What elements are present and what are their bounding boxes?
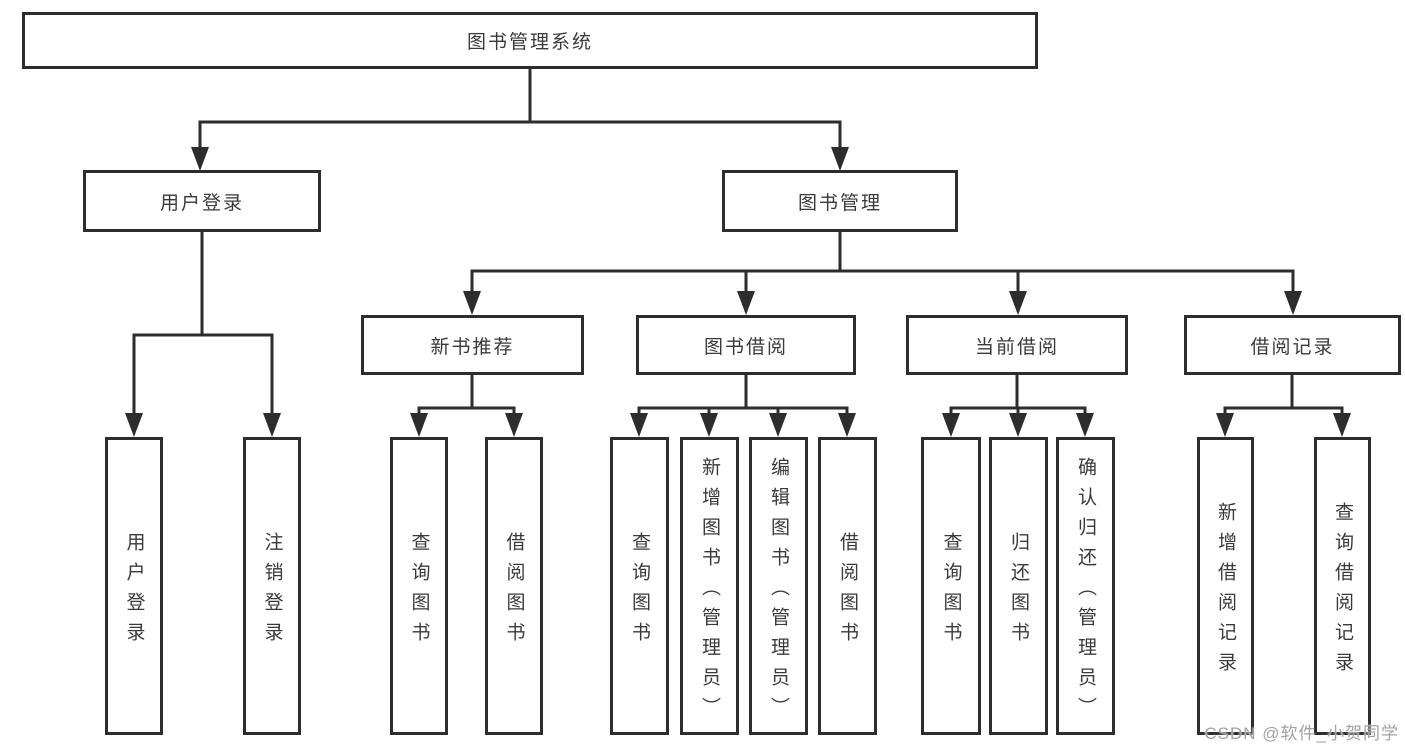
node-label: 新书推荐	[430, 336, 515, 358]
leaf-query-books-borrowing: 查询图书	[610, 437, 669, 735]
node-user-login: 用户登录	[83, 170, 321, 232]
node-label: 编辑图书（管理员）	[768, 456, 789, 727]
node-label: 查询图书	[940, 531, 962, 652]
leaf-edit-books-admin: 编辑图书（管理员）	[749, 437, 808, 735]
leaf-borrow-books: 借阅图书	[818, 437, 877, 735]
node-book-borrowing: 图书借阅	[636, 315, 856, 375]
leaf-borrow-books-recommend: 借阅图书	[485, 437, 543, 735]
node-label: 用户登录	[123, 531, 145, 652]
leaf-logout: 注销登录	[243, 437, 301, 735]
leaf-confirm-return-admin: 确认归还（管理员）	[1056, 437, 1115, 735]
node-label: 图书借阅	[703, 336, 788, 358]
leaf-return-books: 归还图书	[989, 437, 1048, 735]
node-label: 确认归还（管理员）	[1075, 456, 1096, 727]
leaf-query-borrow-record: 查询借阅记录	[1314, 437, 1371, 735]
node-label: 新增图书（管理员）	[699, 456, 720, 727]
node-label: 查询借阅记录	[1332, 501, 1353, 682]
node-root-library-management-system: 图书管理系统	[22, 12, 1038, 69]
node-borrowing-records: 借阅记录	[1184, 315, 1401, 375]
node-label: 当前借阅	[974, 336, 1059, 358]
node-label: 查询图书	[629, 531, 650, 652]
node-label: 归还图书	[1008, 531, 1029, 652]
node-new-book-recommendation: 新书推荐	[361, 315, 584, 375]
node-book-management: 图书管理	[722, 170, 958, 232]
leaf-query-books-recommend: 查询图书	[390, 437, 448, 735]
node-label: 借阅记录	[1250, 336, 1335, 358]
leaf-user-login: 用户登录	[105, 437, 163, 735]
leaf-add-books-admin: 新增图书（管理员）	[680, 437, 739, 735]
leaf-query-books-current: 查询图书	[921, 437, 981, 735]
node-label: 借阅图书	[837, 531, 858, 652]
node-label: 图书管理系统	[466, 32, 593, 53]
leaf-add-borrow-record: 新增借阅记录	[1197, 437, 1254, 735]
node-label: 查询图书	[408, 531, 430, 652]
node-label: 注销登录	[261, 531, 283, 652]
node-label: 新增借阅记录	[1215, 501, 1236, 682]
node-label: 用户登录	[159, 192, 244, 214]
csdn-watermark: CSDN @软件_小贺同学	[1204, 724, 1399, 743]
node-label: 借阅图书	[503, 531, 525, 652]
node-label: 图书管理	[797, 192, 882, 214]
node-current-borrowing: 当前借阅	[906, 315, 1128, 375]
